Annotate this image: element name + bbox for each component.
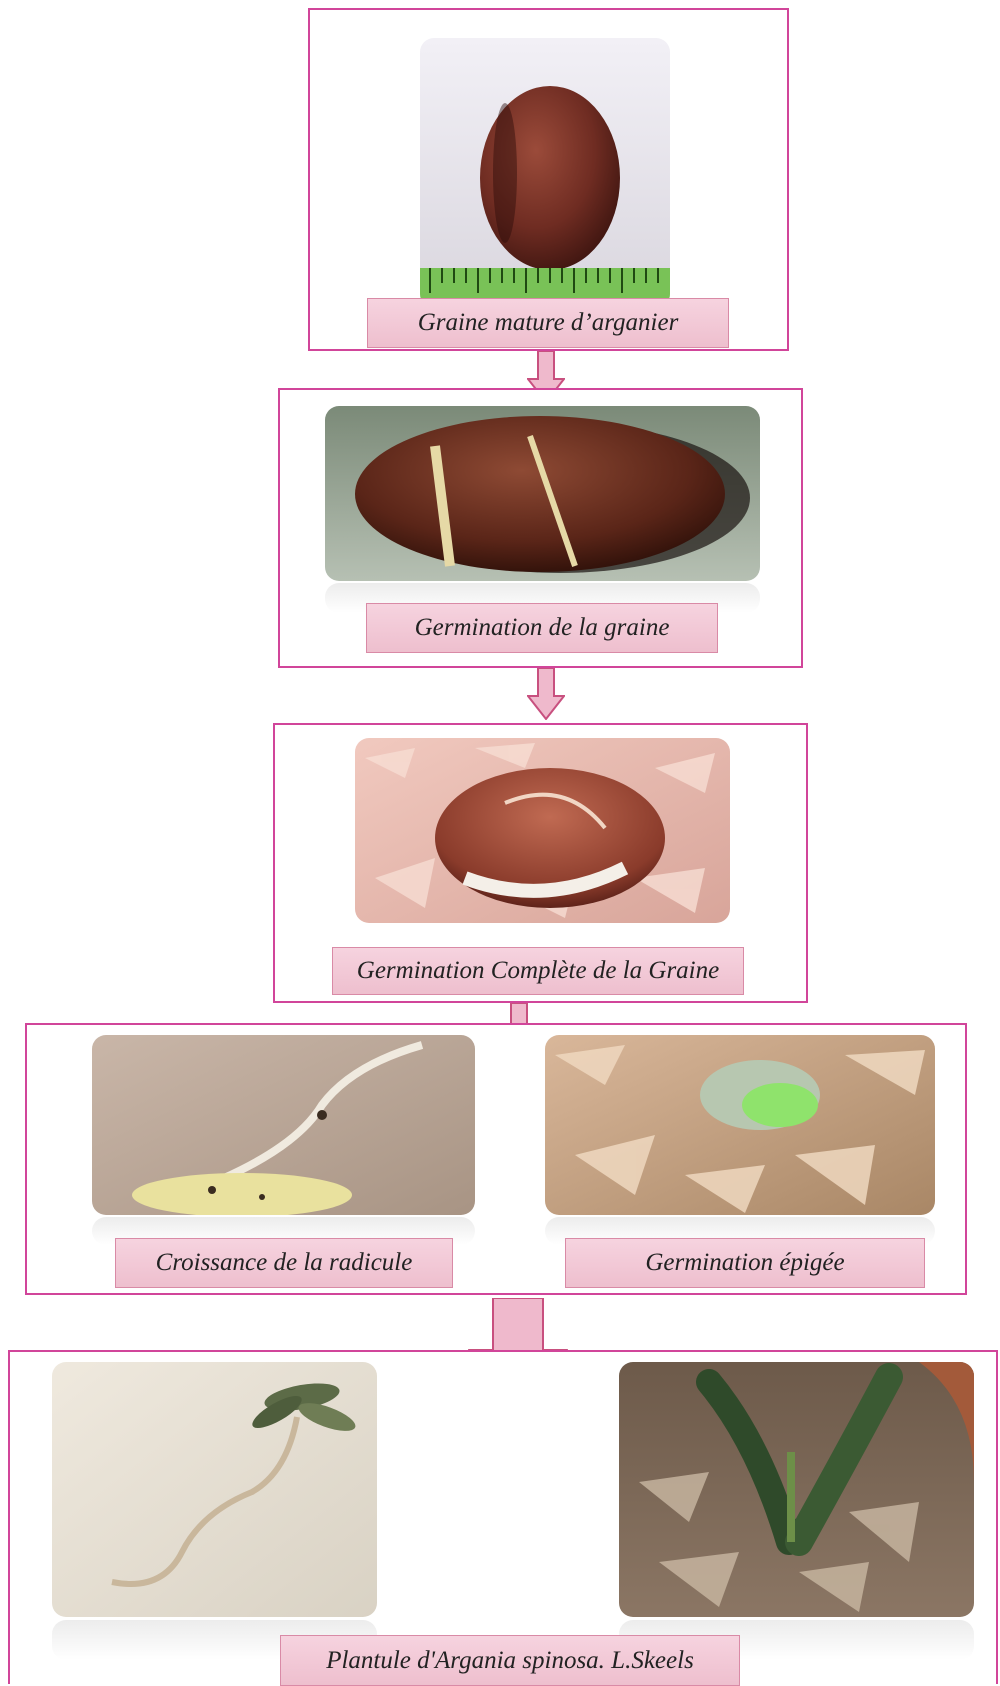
mature-seed-photo xyxy=(420,38,670,308)
complete-germination-photo xyxy=(355,738,730,923)
step-4-frame: Croissance de la radicule Germination ép… xyxy=(25,1023,967,1295)
step-5-caption: Plantule d'Argania spinosa. L.Skeels xyxy=(280,1635,740,1686)
seedling-pot-photo xyxy=(619,1362,974,1617)
step-2-caption: Germination de la graine xyxy=(366,603,718,653)
step-5-frame: Plantule d'Argania spinosa. L.Skeels xyxy=(8,1350,998,1684)
radicle-growth-photo xyxy=(92,1035,475,1215)
step-4-caption-left: Croissance de la radicule xyxy=(115,1238,453,1288)
step-1-frame: Graine mature d’arganier xyxy=(308,8,789,351)
down-arrow-icon xyxy=(527,668,565,720)
step-4-caption-right: Germination épigée xyxy=(565,1238,925,1288)
seedling-root-photo xyxy=(52,1362,377,1617)
step-1-caption: Graine mature d’arganier xyxy=(367,298,729,348)
step-3-caption: Germination Complète de la Graine xyxy=(332,947,744,995)
germinating-seed-photo xyxy=(325,406,760,581)
step-2-frame: Germination de la graine xyxy=(278,388,803,668)
epigeal-germination-photo xyxy=(545,1035,935,1215)
step-3-frame: Germination Complète de la Graine xyxy=(273,723,808,1003)
